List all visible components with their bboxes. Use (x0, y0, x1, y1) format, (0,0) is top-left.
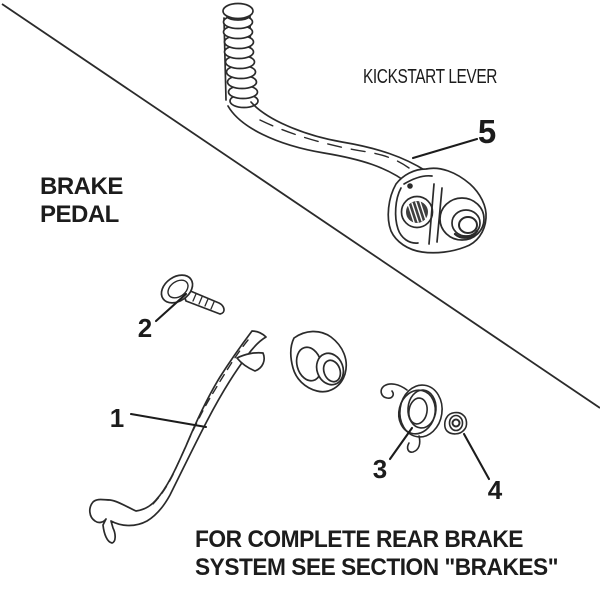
part-number-1: 1 (110, 403, 124, 433)
footer-note-line2: SYSTEM SEE SECTION "BRAKES" (195, 554, 558, 581)
leader-lines (129, 137, 491, 481)
bolt-head-icon (167, 279, 189, 299)
kickstart-boss-icon (387, 167, 487, 254)
leader-line-part-4 (462, 432, 491, 481)
spline-hole-icon (406, 200, 428, 224)
spring-drawing (380, 383, 443, 453)
kickstart-lever-drawing (222, 2, 487, 254)
spring-lower-hook-icon (406, 435, 421, 453)
part-number-3: 3 (373, 454, 387, 484)
kickstart-arm-icon (227, 101, 427, 186)
part-number-2: 2 (138, 313, 152, 343)
part-number-4: 4 (488, 475, 503, 505)
pedal-gusset-icon (236, 351, 265, 372)
part-number-5: 5 (478, 113, 496, 150)
kickstart-grip-icon (222, 2, 259, 109)
leader-line-part-1 (129, 412, 208, 429)
leader-line-part-5 (411, 137, 479, 160)
bolt-drawing (160, 274, 225, 315)
pedal-arm-icon (89, 330, 267, 544)
nut-drawing (443, 411, 468, 435)
leader-line-part-2 (154, 292, 188, 323)
bolt-shank-icon (184, 289, 225, 315)
kickstart-lever-caption: KICKSTART LEVER (363, 66, 497, 88)
footer-note-line1: FOR COMPLETE REAR BRAKE (195, 526, 523, 553)
brake-pedal-caption-line2: PEDAL (40, 201, 119, 228)
pedal-pivot-tube-icon (290, 330, 348, 393)
leader-line-part-3 (388, 426, 414, 461)
section-divider-line (1, 3, 600, 409)
bolt-threads-icon (192, 293, 215, 310)
spring-upper-hook-icon (380, 383, 408, 399)
pedal-edge-texture (151, 339, 249, 506)
brake-pedal-drawing (89, 330, 348, 544)
brake-pedal-caption-line1: BRAKE (40, 173, 123, 200)
